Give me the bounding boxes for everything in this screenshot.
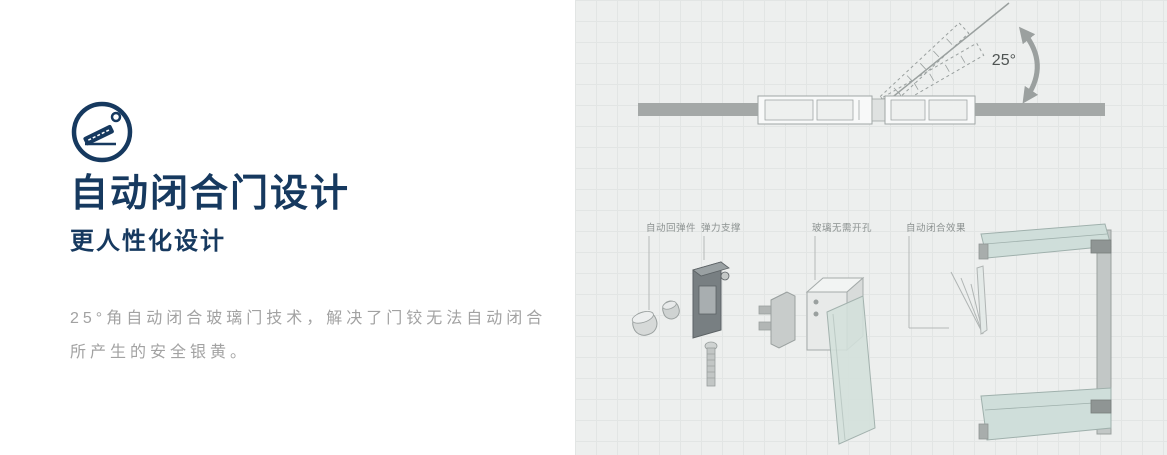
hinge-plate-right [884,95,976,125]
angle-label: 25° [992,52,1016,69]
callout-rebound-part: 自动回弹件 [646,222,696,234]
feature-description: 25°角自动闭合玻璃门技术，解决了门铰无法自动闭合 所产生的安全银黄。 [70,302,550,370]
spring-support-bracket [692,261,730,339]
intro-section: 自动闭合门设计 更人性化设计 25°角自动闭合玻璃门技术，解决了门铰无法自动闭合… [0,0,575,455]
hinge-plate-left [757,95,873,125]
callout-spring-support: 弹力支撑 [701,222,741,234]
glass-bar-right [975,103,1105,116]
exploded-view-diagram: 自动回弹件 弹力支撑 玻璃无需开孔 自动闭合效果 [631,222,1112,445]
screw-part [704,341,718,387]
callout-auto-close-effect: 自动闭合效果 [906,222,966,234]
door-swing-fan [950,265,988,335]
swing-reference-line [878,2,1010,109]
door-frame-elevation [978,223,1112,441]
feature-description-line1: 25°角自动闭合玻璃门技术，解决了门铰无法自动闭合 [70,309,547,327]
glass-bar-left [638,103,758,116]
door-leaf-dashed-2 [879,22,970,108]
diagram-panel: 25° 自动回弹件 弹力支撑 玻璃无需开孔 自动闭合效果 [575,0,1167,455]
rebound-cylinder-part [631,311,658,336]
page-subtitle: 更人性化设计 [70,227,226,255]
middle-bracket-part [758,291,796,349]
callout-leader-lines [648,236,949,329]
auto-close-door-logo-icon [70,100,134,164]
hinge-swing-diagram: 25° [638,2,1105,125]
technical-diagram: 25° 自动回弹件 弹力支撑 玻璃无需开孔 自动闭合效果 [631,2,1112,445]
page-title: 自动闭合门设计 [70,173,351,215]
small-cylinder-part [662,300,680,320]
callout-no-drilling: 玻璃无需开孔 [812,222,872,234]
swing-arc-arrow [1018,26,1040,104]
feature-description-line2: 所产生的安全银黄。 [70,343,251,361]
hinge-pivot [871,98,886,122]
glass-sheet [826,295,876,445]
